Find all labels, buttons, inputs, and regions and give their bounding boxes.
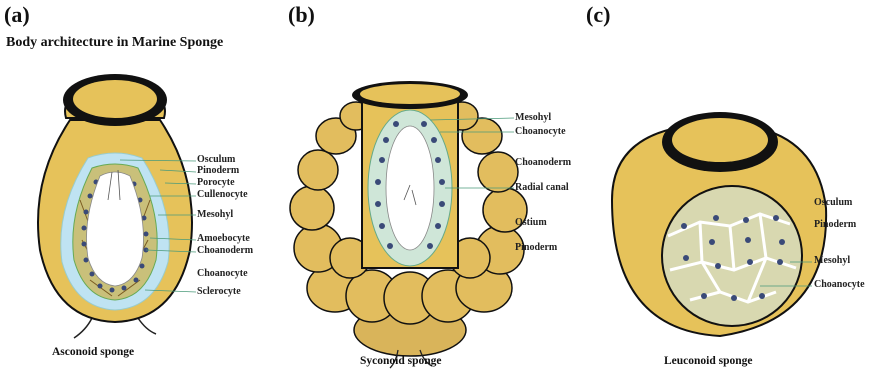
label-choanocyte-c: Choanocyte (814, 279, 865, 290)
label-choanocyte-a: Choanocyte (197, 268, 248, 279)
label-choanoderm-b: Choanoderm (515, 157, 571, 168)
label-choanocyte-b: Choanocyte (515, 126, 566, 137)
label-porocyte-a: Porocyte (197, 177, 235, 188)
label-mesohyl-c: Mesohyl (814, 255, 850, 266)
caption-asconoid: Asconoid sponge (52, 346, 134, 358)
leuconoid-sponge-figure (612, 112, 826, 336)
label-sclerocyte-a: Sclerocyte (197, 286, 241, 297)
caption-leuconoid: Leuconoid sponge (664, 355, 753, 367)
label-osculum-a: Osculum (197, 154, 235, 165)
asconoid-sponge-figure (38, 74, 192, 338)
label-mesohyl-b: Mesohyl (515, 112, 551, 123)
label-pinoderm-a: Pinoderm (197, 165, 239, 176)
label-mesohyl-a: Mesohyl (197, 209, 233, 220)
label-amoebocyte-a: Amoebocyte (197, 233, 250, 244)
syconoid-sponge-figure (290, 81, 527, 368)
label-cullenocyte-a: Cullenocyte (197, 189, 248, 200)
label-choanoderm-a: Choanoderm (197, 245, 253, 256)
label-pinoderm-b: Pinoderm (515, 242, 557, 253)
caption-syconoid: Syconoid sponge (360, 355, 441, 367)
label-radial-canal-b: Radial canal (515, 182, 569, 193)
asconoid-spongocoel (87, 172, 144, 286)
label-ostium-b: Ostium (515, 217, 547, 228)
label-pinoderm-c: Pinoderm (814, 219, 856, 230)
label-osculum-c: Osculum (814, 197, 852, 208)
